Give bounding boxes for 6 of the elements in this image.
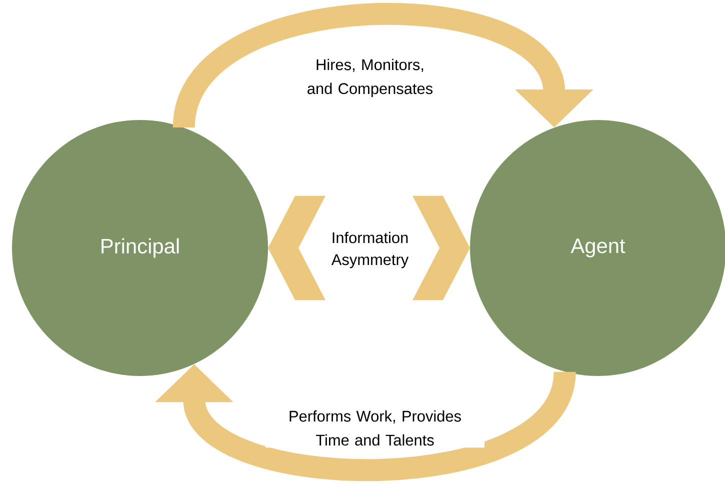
chevron-arrow	[268, 196, 326, 300]
chevron-arrow	[412, 196, 470, 300]
edge-label: Performs Work, Provides Time and Talents	[266, 408, 484, 448]
edge-label: Hires, Monitors, and Compensates	[293, 56, 447, 100]
curved-arrow	[173, 3, 594, 130]
center-label: Information Asymmetry	[331, 232, 409, 268]
